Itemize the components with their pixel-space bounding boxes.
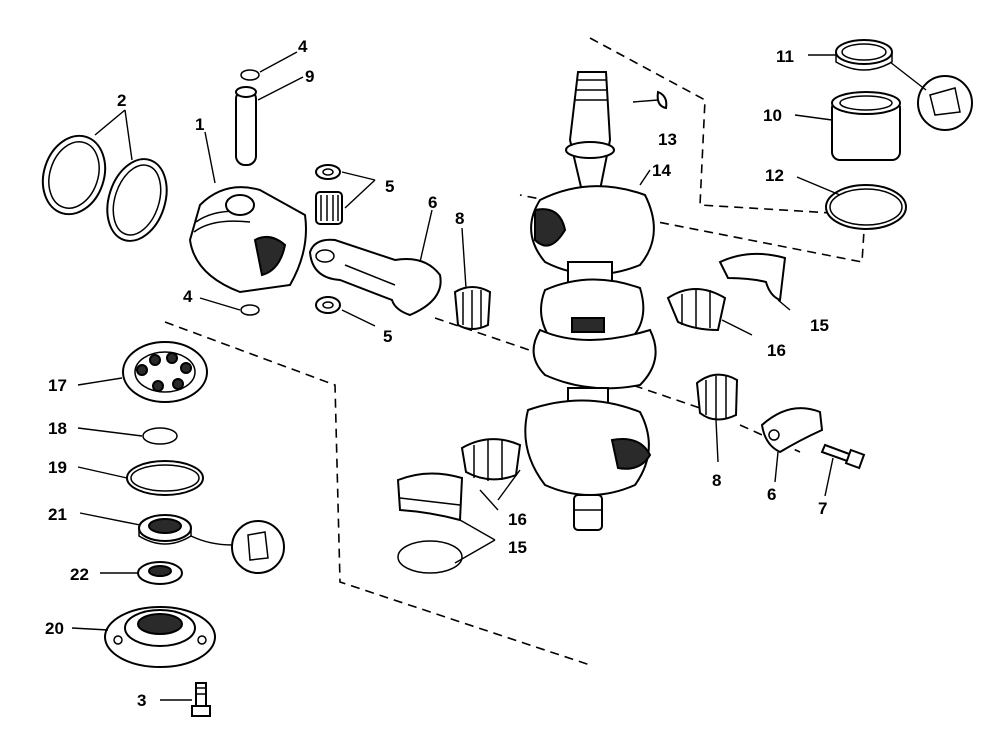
callout-labels: 1 2 3 4 4 5 5 6 6 7 8 8 9 10 11 12 13 14…	[45, 37, 829, 710]
callout-19: 19	[48, 458, 67, 477]
retaining-ring-15	[397, 540, 463, 574]
connecting-rod	[308, 238, 442, 317]
crankshaft	[524, 71, 657, 531]
leader-lines	[71, 51, 927, 701]
assembly-outline-left	[164, 317, 801, 666]
oil-seal-21	[138, 514, 192, 545]
rod-cap	[760, 407, 824, 454]
piston-rings	[41, 134, 168, 242]
callout-15-right: 15	[810, 316, 829, 335]
bearing-cage-upper	[453, 286, 492, 330]
callout-13: 13	[658, 130, 677, 149]
callout-4-upper: 4	[298, 37, 308, 56]
bearing-cage-lower	[695, 373, 739, 421]
bearing-cage-right	[666, 288, 727, 332]
housing-bolt	[191, 682, 211, 717]
needle-bearing-wrist	[315, 191, 343, 225]
oil-seal-22	[137, 561, 183, 585]
callout-5-lower: 5	[383, 327, 392, 346]
callout-22: 22	[70, 565, 89, 584]
thrust-washer-lower	[315, 296, 341, 314]
bearing-housing	[104, 606, 216, 668]
callout-14: 14	[652, 161, 671, 180]
callout-3: 3	[137, 691, 146, 710]
seal-ring-11	[835, 39, 893, 71]
roller-bearing-10	[831, 91, 901, 161]
woodruff-key	[656, 90, 668, 110]
callout-17: 17	[48, 376, 67, 395]
ball-bearing	[122, 341, 208, 403]
retaining-ring-upper	[240, 69, 260, 81]
retaining-ring-18	[142, 427, 178, 445]
callout-18: 18	[48, 419, 67, 438]
assembly-outline-right	[519, 37, 866, 263]
callout-7: 7	[818, 499, 827, 518]
callout-11: 11	[776, 47, 794, 66]
bearing-race-right	[718, 252, 787, 302]
o-ring-12	[825, 184, 907, 230]
piston	[188, 186, 307, 294]
callout-9: 9	[305, 67, 314, 86]
callout-6-lower: 6	[767, 485, 776, 504]
bearing-race-lower	[396, 472, 464, 522]
callout-2: 2	[117, 91, 126, 110]
callout-20: 20	[45, 619, 64, 638]
callout-8-lower: 8	[712, 471, 721, 490]
bearing-cage-lower-left	[460, 438, 522, 481]
callout-1: 1	[195, 115, 204, 134]
callout-8-upper: 8	[455, 209, 464, 228]
callout-5-upper: 5	[385, 177, 394, 196]
callout-12: 12	[765, 166, 784, 185]
retaining-ring-lower	[240, 304, 260, 316]
piston-pin	[235, 86, 257, 166]
callout-16-right: 16	[767, 341, 786, 360]
callout-6-upper: 6	[428, 193, 437, 212]
callout-21: 21	[48, 505, 67, 524]
callout-16-lower: 16	[508, 510, 527, 529]
detail-inset-lower	[190, 520, 285, 574]
cap-screw	[820, 443, 866, 470]
callout-15-lower: 15	[508, 538, 527, 557]
callout-10: 10	[763, 106, 782, 125]
callout-4-lower: 4	[183, 287, 193, 306]
o-ring-19	[126, 460, 204, 496]
thrust-washer-upper	[315, 164, 341, 180]
detail-inset-upper	[917, 75, 973, 131]
